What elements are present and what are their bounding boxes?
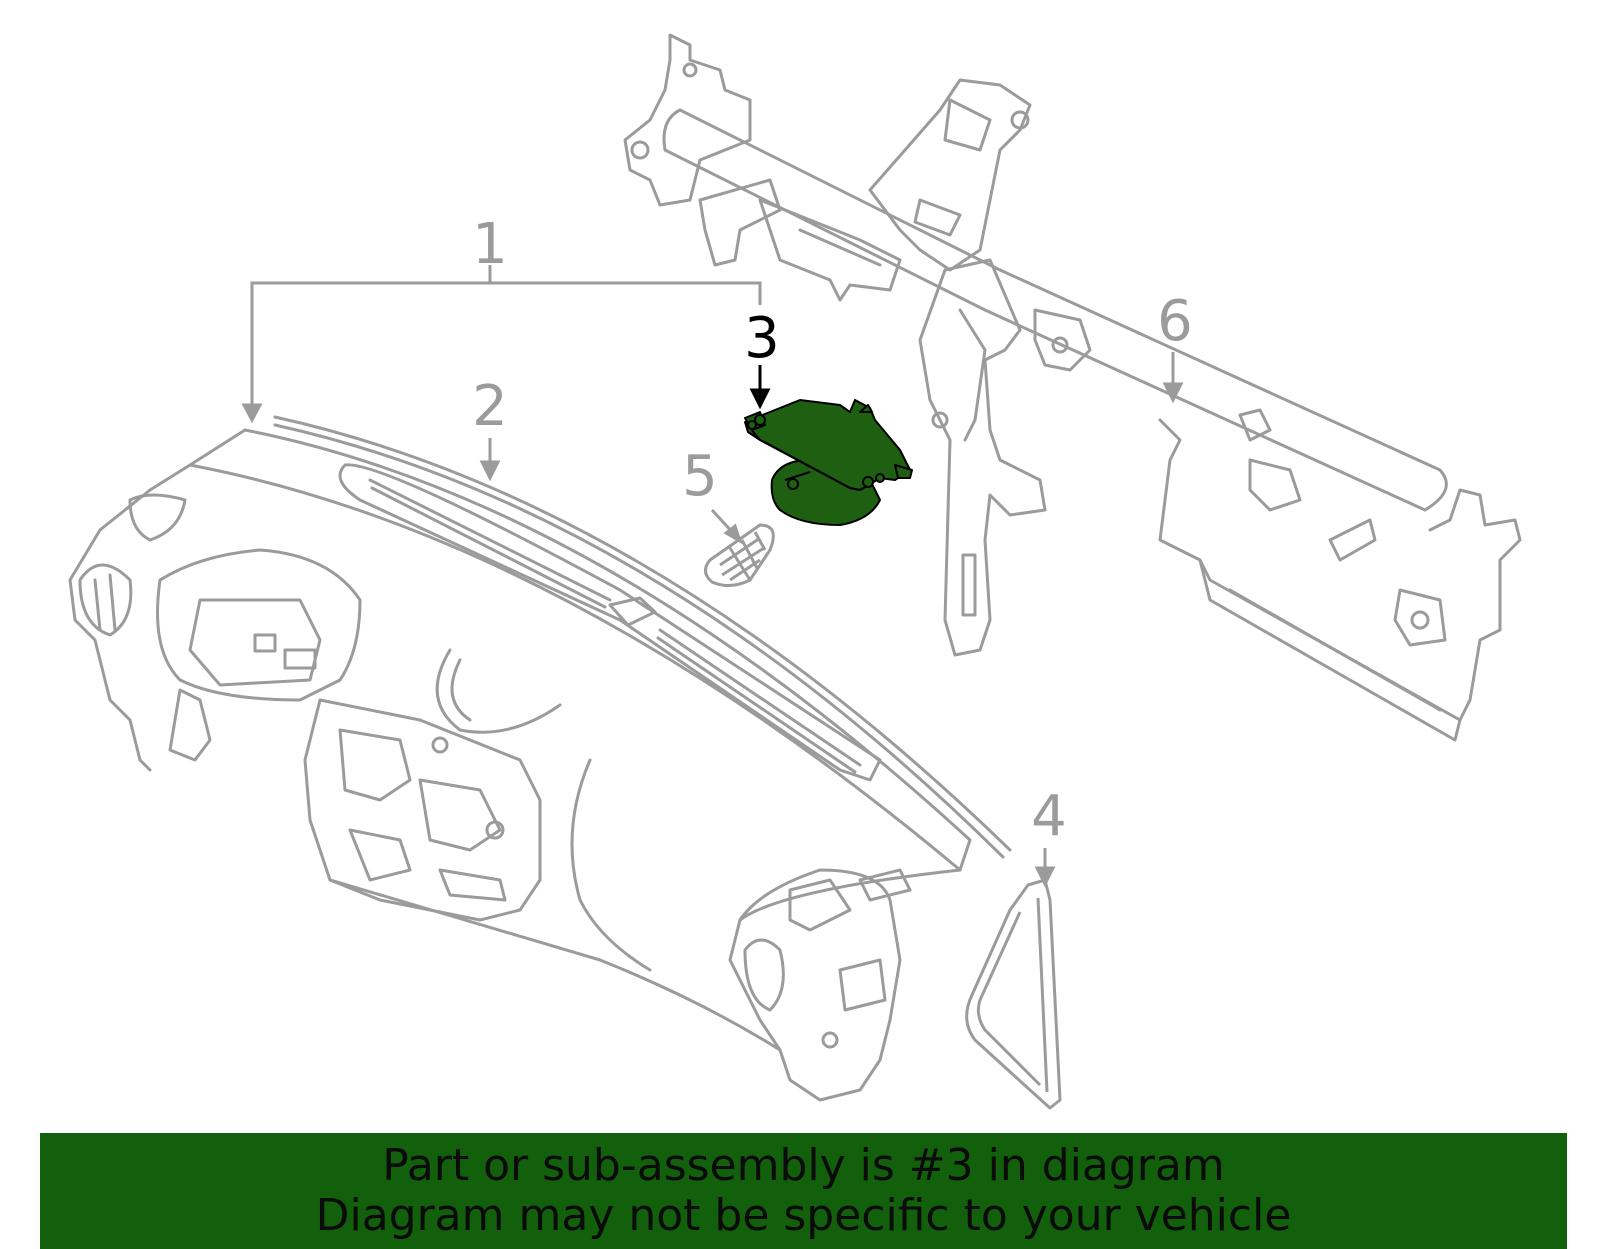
info-banner: Part or sub-assembly is #3 in diagram Di… [40,1133,1567,1249]
banner-line-1: Part or sub-assembly is #3 in diagram [382,1140,1225,1191]
callout-1: 1 [472,212,508,277]
callout-4: 4 [1031,784,1067,849]
leader-arrows [241,283,1184,888]
callout-2: 2 [472,374,508,439]
banner-line-2: Diagram may not be specific to your vehi… [315,1190,1292,1241]
callout-3: 3 [744,306,780,371]
module-part-3-highlighted [744,399,913,526]
instrument-panel-part-1 [68,415,1012,1102]
cross-beam-part-6 [623,33,1522,742]
callout-6: 6 [1157,289,1193,354]
callout-5: 5 [682,444,718,509]
vent-grille-part-5 [704,523,775,587]
side-trim-part-4 [965,878,1062,1110]
